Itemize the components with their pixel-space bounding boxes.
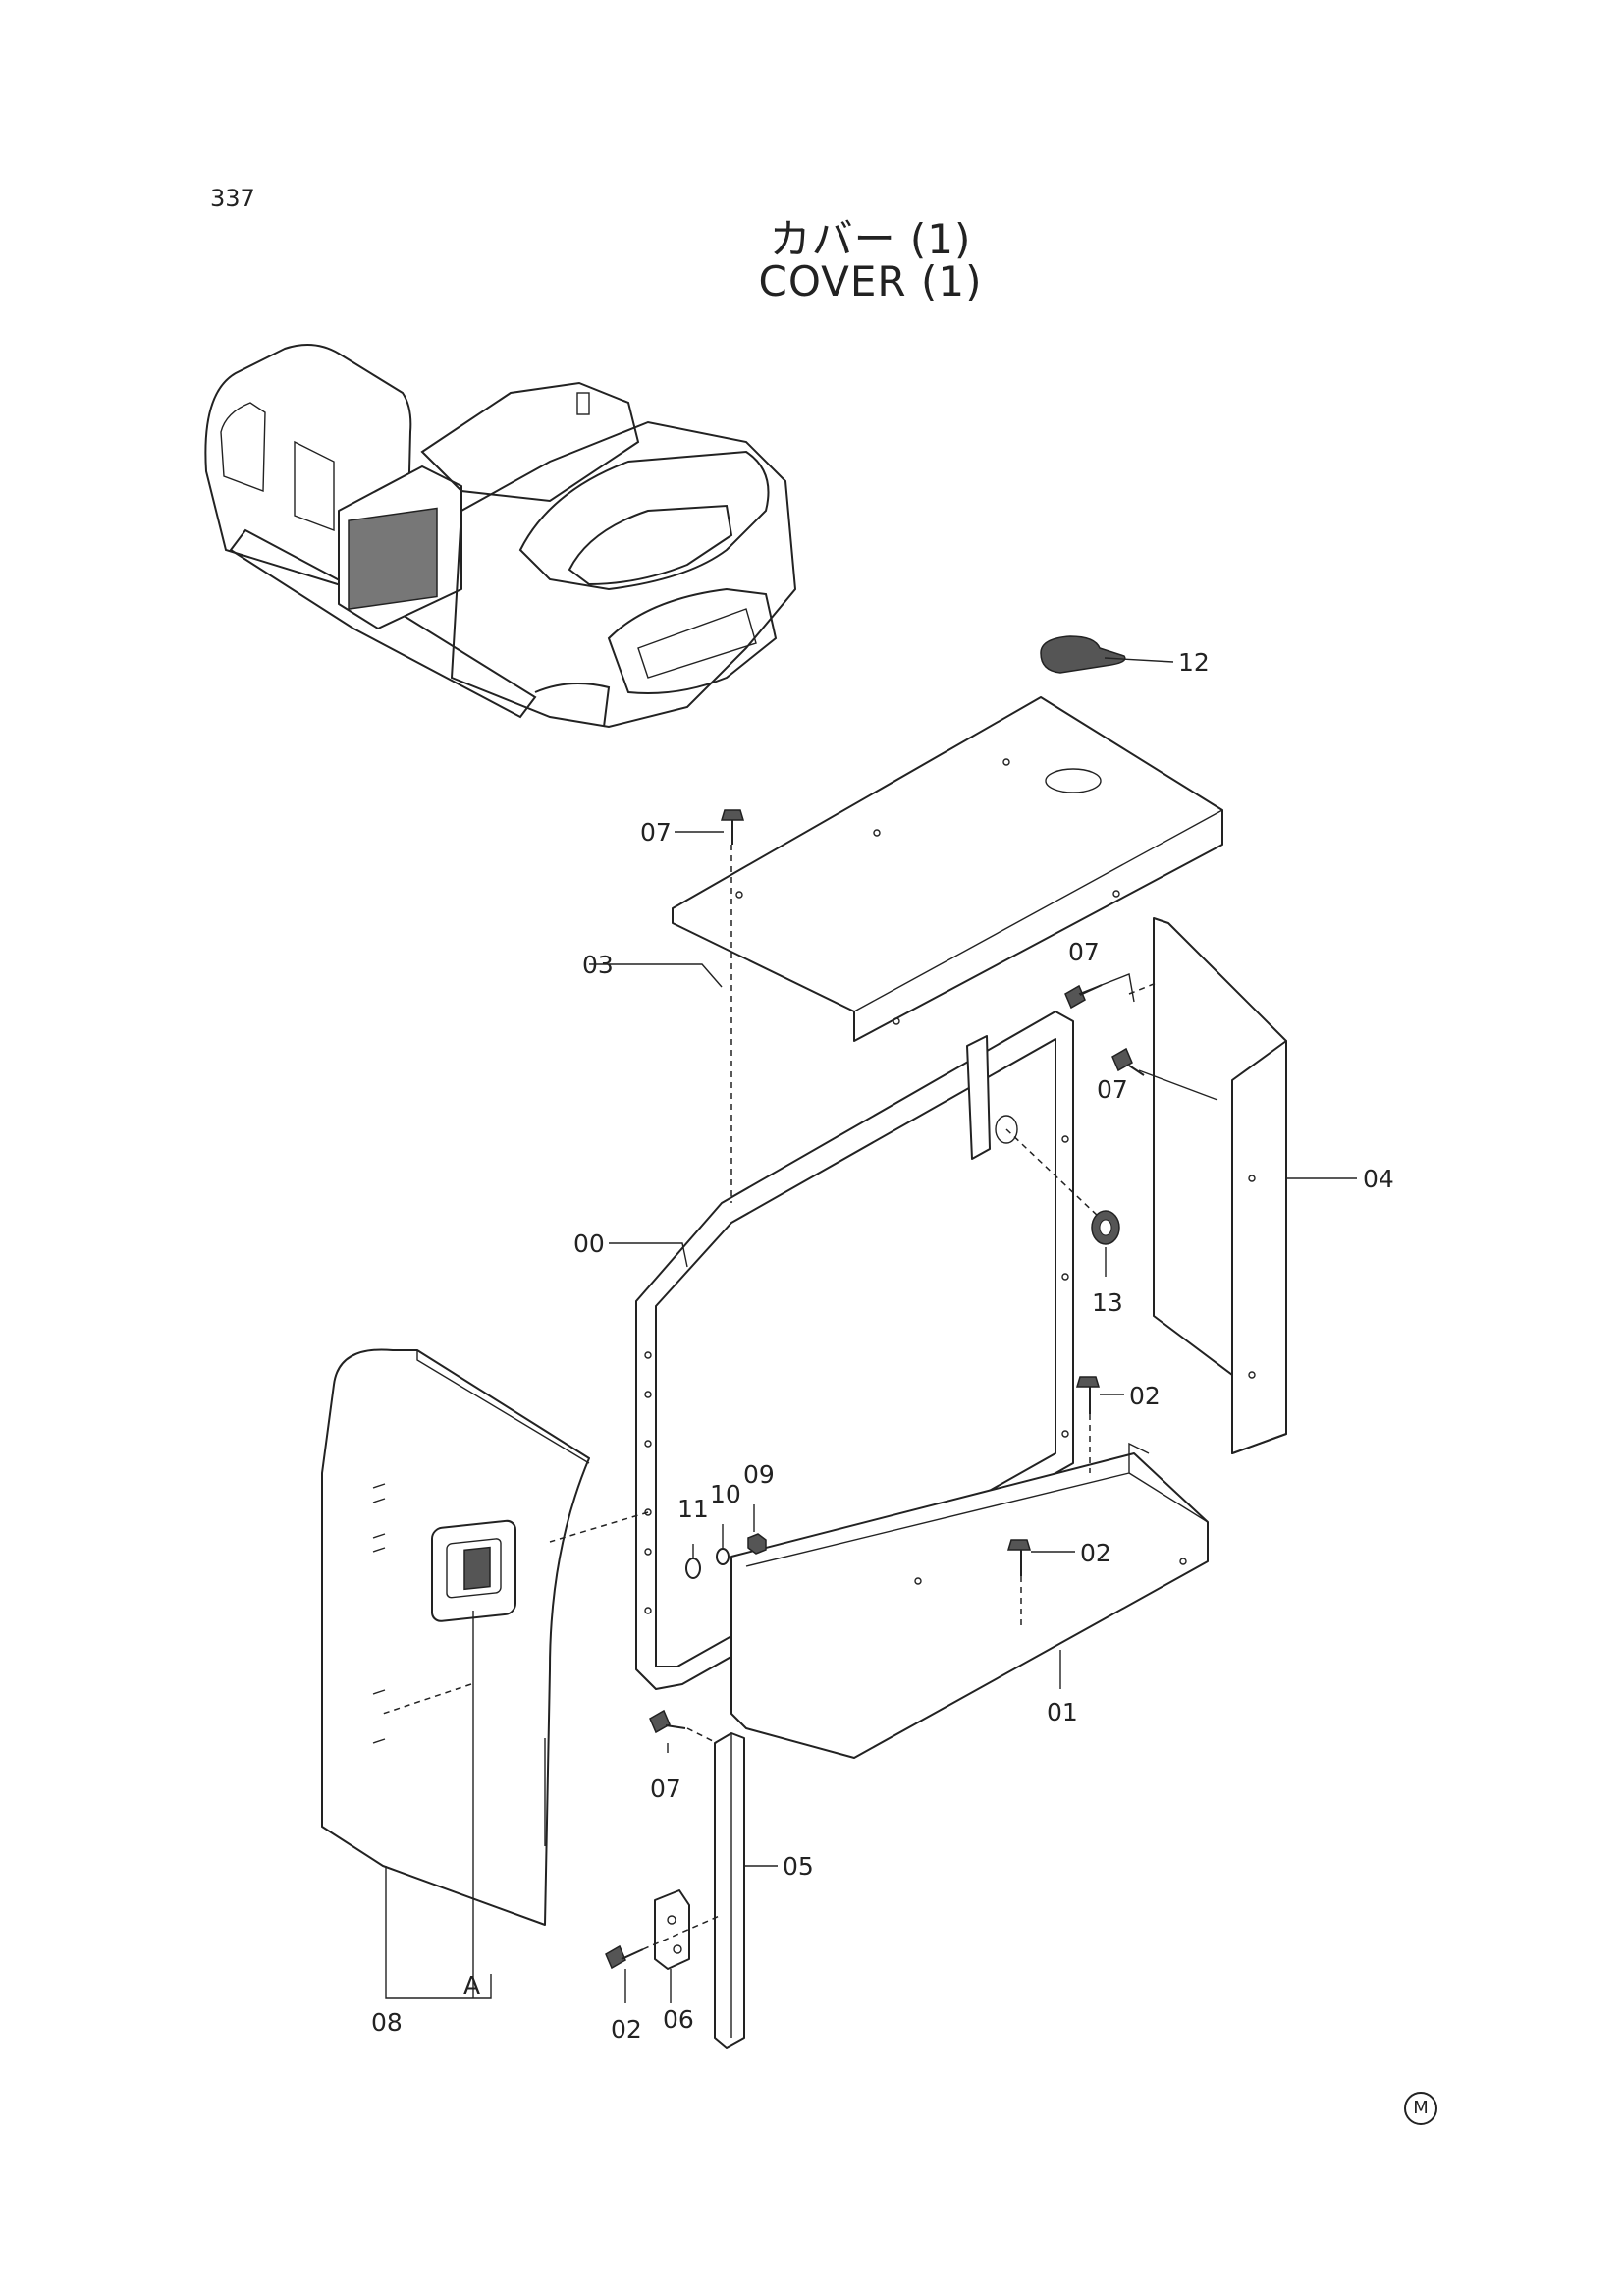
callout-10: 10	[710, 1480, 741, 1508]
detail-a-label: A	[463, 1971, 480, 1999]
callout-02-middle: 02	[1080, 1539, 1111, 1567]
callout-08: 08	[371, 2008, 403, 2037]
callout-06: 06	[663, 2005, 694, 2034]
bracket-06	[654, 1889, 690, 1970]
callout-00: 00	[573, 1230, 605, 1258]
callout-03: 03	[582, 951, 614, 979]
callout-05: 05	[783, 1852, 814, 1881]
callout-01: 01	[1047, 1698, 1078, 1726]
title-japanese: カバー (1)	[769, 215, 972, 263]
m-mark-symbol: M	[1404, 2092, 1437, 2125]
nut-09	[747, 1533, 767, 1555]
callout-11: 11	[677, 1495, 709, 1523]
leader-lines	[382, 657, 1357, 2003]
bolt-02-middle	[1006, 1539, 1032, 1576]
callout-02-upper: 02	[1129, 1382, 1161, 1410]
bolt-02-lower	[605, 1944, 644, 1970]
page-number: 337	[210, 185, 255, 212]
callout-07-right: 07	[1097, 1075, 1128, 1104]
callout-07-top: 07	[640, 818, 672, 847]
callout-09: 09	[743, 1460, 775, 1489]
bolt-07-lower	[649, 1709, 686, 1734]
callout-07-lower: 07	[650, 1775, 681, 1803]
top-cover-plate	[672, 696, 1223, 1042]
excavator-overview	[204, 344, 797, 729]
callout-04: 04	[1363, 1165, 1394, 1193]
side-cover-04	[1153, 917, 1287, 1454]
bolt-07-mid	[1064, 984, 1103, 1010]
bolt-02-upper	[1075, 1376, 1101, 1414]
door-panel-08	[321, 1348, 590, 1926]
bolt-07-top	[720, 809, 745, 845]
title-english: COVER (1)	[758, 257, 983, 305]
strip-05	[714, 1732, 745, 2049]
callout-07-mid: 07	[1068, 938, 1100, 966]
callout-13: 13	[1092, 1288, 1123, 1317]
bottom-plate-01	[730, 1442, 1209, 1759]
callout-12: 12	[1178, 648, 1210, 677]
grommet-13	[1091, 1210, 1120, 1245]
cap-12	[1040, 635, 1126, 674]
bolt-07-right	[1111, 1047, 1145, 1076]
callout-02-lower: 02	[611, 2015, 642, 2044]
callout-labels: 12 07 03 07 07 04 13 00 02 02 01 09 10 1…	[371, 648, 1394, 2044]
